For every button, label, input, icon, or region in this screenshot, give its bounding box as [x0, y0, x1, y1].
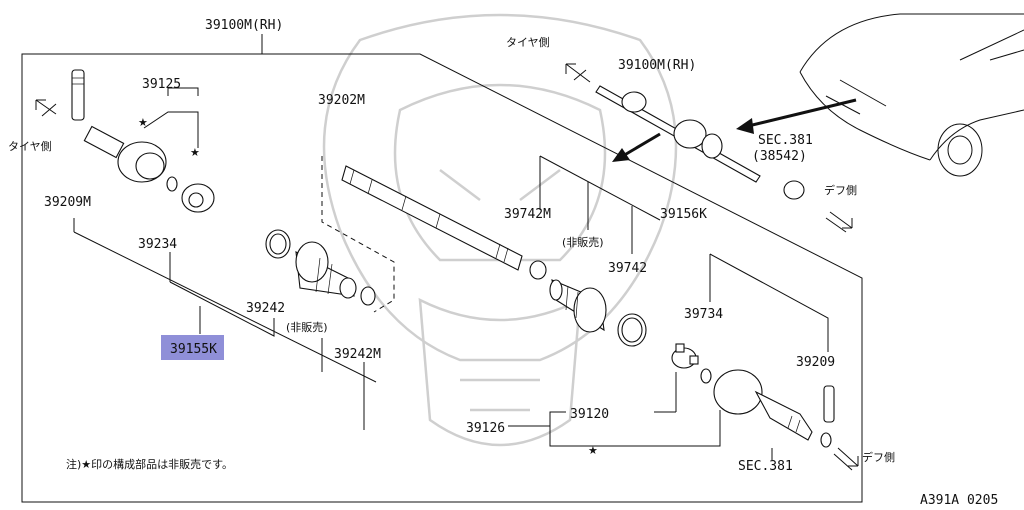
- label-sec381-bottom: SEC.381: [738, 459, 793, 474]
- label-diff-side-bottom: デフ側: [862, 450, 895, 464]
- label-assembly-rh: 39100M(RH): [205, 18, 283, 33]
- star-marker-3: ★: [588, 444, 598, 457]
- label-39209: 39209: [796, 355, 835, 370]
- direction-arrows: [35, 63, 859, 471]
- label-39742: 39742: [608, 261, 647, 276]
- frame-outline: [21, 53, 863, 503]
- label-39734: 39734: [684, 307, 723, 322]
- label-39209M: 39209M: [44, 195, 91, 210]
- label-39234: 39234: [138, 237, 177, 252]
- label-39156K: 39156K: [660, 207, 707, 222]
- label-car-assembly-rh: 39100M(RH): [618, 58, 696, 73]
- part-39209M-stub: [71, 69, 85, 121]
- label-39202M: 39202M: [318, 93, 365, 108]
- pointer-arrows: [612, 98, 857, 162]
- footnote: 注)★印の構成部品は非販売です。: [66, 457, 233, 471]
- label-diff-side-right: デフ側: [824, 183, 857, 197]
- part-boot-left: [295, 241, 357, 299]
- label-tire-side-top: タイヤ側: [506, 36, 550, 49]
- label-39125: 39125: [142, 77, 181, 92]
- label-sec38542: (38542): [752, 149, 807, 164]
- label-39242: 39242: [246, 301, 285, 316]
- part-39209-stub: [823, 385, 835, 423]
- part-39126-tripod: [671, 343, 699, 369]
- label-not-sold-2: (非販売): [562, 236, 604, 249]
- part-inner-joint-housing: [713, 369, 813, 441]
- label-39155K: 39155K: [170, 342, 217, 357]
- part-39125-cage: [181, 183, 215, 213]
- part-boot-right: [549, 279, 607, 333]
- dashed-group-box: [321, 156, 395, 313]
- inset-shaft: [595, 85, 805, 200]
- label-39742M: 39742M: [504, 207, 551, 222]
- part-39242-band: [265, 229, 291, 259]
- part-outer-joint: [83, 125, 167, 183]
- part-39242M-band: [360, 286, 376, 306]
- watermark-emblem: [322, 13, 678, 447]
- label-39120: 39120: [570, 407, 609, 422]
- part-39734-snapring: [700, 368, 712, 384]
- figure-code: A391A 0205: [920, 493, 998, 508]
- part-39234-circlip: [166, 176, 178, 192]
- part-39202M-shaft: [341, 165, 523, 271]
- star-marker-2: ★: [190, 146, 200, 159]
- part-39742M-band: [529, 260, 547, 280]
- label-not-sold-1: (非販売): [286, 321, 328, 334]
- part-sec381-ring: [820, 432, 832, 448]
- label-tire-side: タイヤ側: [8, 140, 52, 153]
- label-39126: 39126: [466, 421, 505, 436]
- part-39742-band: [617, 313, 647, 347]
- label-sec381-top: SEC.381: [758, 133, 813, 148]
- star-marker-1: ★: [138, 116, 148, 129]
- highlight-39155K: [161, 335, 224, 360]
- car-illustration: [799, 13, 1024, 177]
- label-39242M: 39242M: [334, 347, 381, 362]
